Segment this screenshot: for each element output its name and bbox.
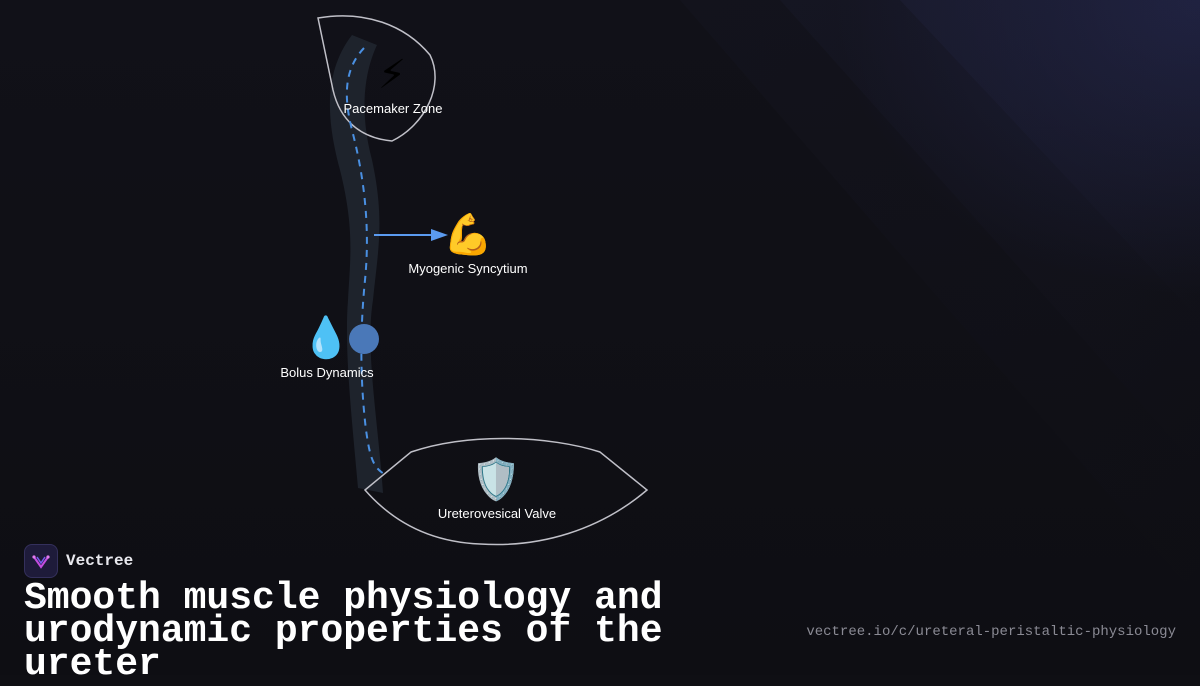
node-label-myogenic-syncytium: Myogenic Syncytium <box>408 261 527 276</box>
node-label-pacemaker-zone: Pacemaker Zone <box>344 101 443 116</box>
node-myogenic-syncytium: 💪 Myogenic Syncytium <box>408 211 527 276</box>
ureter-tube <box>329 35 383 493</box>
shield-icon: 🛡️ <box>471 456 521 503</box>
lightning-icon: ⚡ <box>378 52 406 98</box>
flexed-bicep-icon: 💪 <box>443 211 493 258</box>
node-bolus-dynamics: 💧 Bolus Dynamics <box>280 314 374 380</box>
bolus-blob <box>349 324 379 354</box>
arrow-to-myogenic <box>374 229 448 241</box>
node-pacemaker-zone: ⚡ Pacemaker Zone <box>344 52 443 116</box>
droplet-icon: 💧 <box>301 314 351 361</box>
vectree-logo-icon <box>24 544 58 578</box>
node-label-bolus-dynamics: Bolus Dynamics <box>280 365 374 380</box>
peristaltic-flow-path <box>345 47 387 476</box>
node-label-ureterovesical-valve: Ureterovesical Valve <box>438 506 556 521</box>
brand: Vectree <box>24 544 133 578</box>
ureterovesical-valve-region <box>363 437 649 546</box>
brand-name: Vectree <box>66 552 134 570</box>
page-title: Smooth muscle physiology and urodynamic … <box>24 577 663 686</box>
node-ureterovesical-valve: 🛡️ Ureterovesical Valve <box>438 456 556 521</box>
source-url: vectree.io/c/ureteral-peristaltic-physio… <box>806 624 1176 640</box>
